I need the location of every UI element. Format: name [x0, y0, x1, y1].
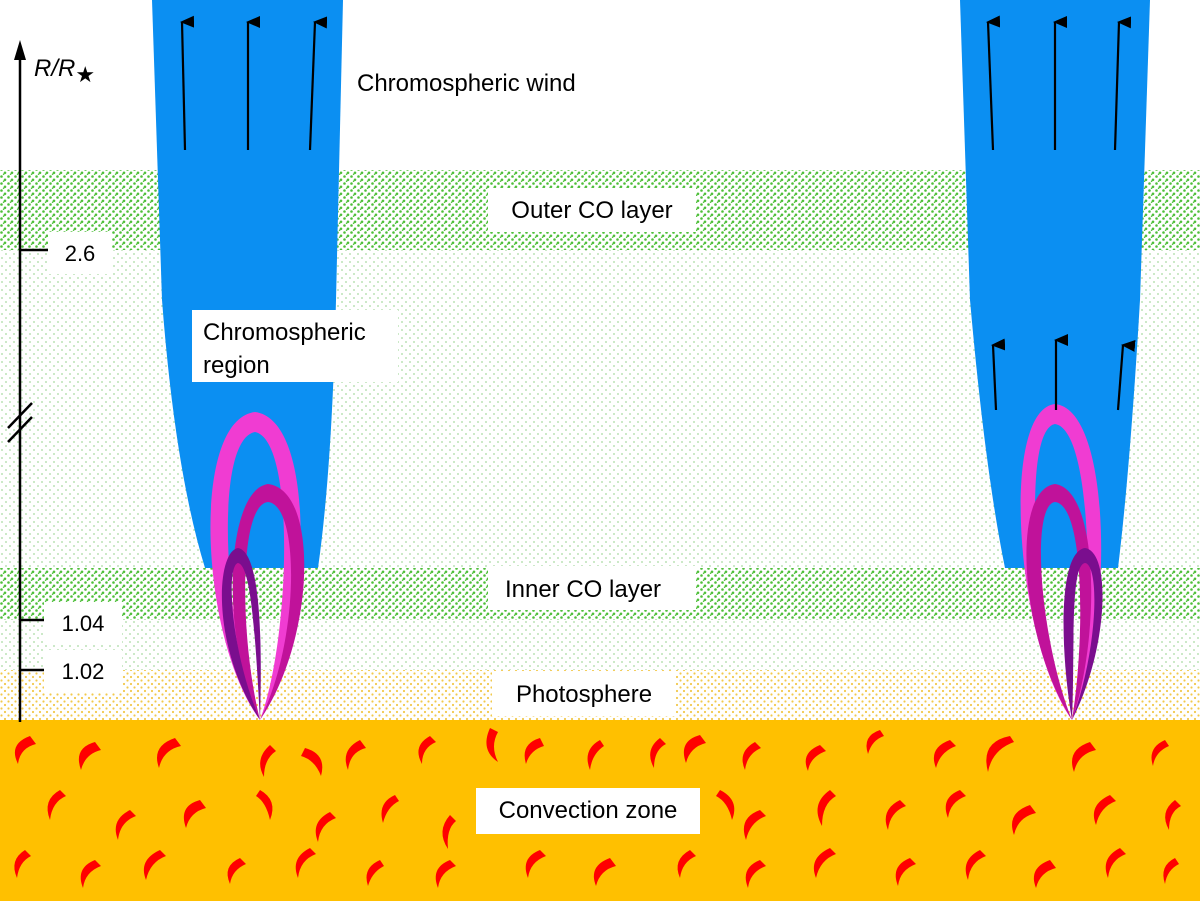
axis-arrowhead: [14, 40, 26, 60]
tick-label-1-02: 1.02: [62, 659, 105, 684]
magnetic-loop-middle: [232, 484, 305, 720]
axis-label: R/R★: [34, 55, 95, 87]
label-convection-zone: Convection zone: [499, 797, 678, 824]
tick-label-1-04: 1.04: [62, 611, 105, 636]
lower-dotted-region: [0, 620, 1200, 670]
label-chromospheric-region-line1: Chromospheric: [203, 319, 366, 346]
label-box: [492, 672, 676, 716]
label-chromospheric-wind: Chromospheric wind: [357, 70, 576, 97]
tick-box: [44, 650, 122, 692]
wind-arrow: [1116, 339, 1136, 411]
magnetic-loop-inner: [1063, 548, 1103, 720]
magnetic-loop-inner: [221, 548, 261, 720]
wind-arrow: [308, 16, 328, 151]
chromospheric-flux-tube-left: [152, 0, 343, 568]
axis-break-mark: [7, 416, 33, 443]
magnetic-loop-middle: [1026, 484, 1092, 720]
label-outer-co-layer: Outer CO layer: [511, 197, 672, 224]
convection-cells: [14, 728, 1181, 888]
axis-break-mark: [7, 402, 33, 429]
chromospheric-flux-tube-right: [960, 0, 1150, 568]
label-chromospheric-region-line2: region: [203, 352, 270, 379]
label-photosphere: Photosphere: [516, 681, 652, 708]
label-box: [488, 566, 696, 610]
magnetic-loops-left: [210, 412, 305, 720]
radius-axis: [7, 40, 50, 722]
tick-box: [48, 232, 112, 274]
tick-box: [44, 602, 122, 644]
label-inner-co-layer: Inner CO layer: [505, 576, 661, 603]
label-box: [192, 310, 398, 382]
wind-arrow: [991, 338, 1006, 411]
wind-arrow: [986, 15, 1001, 151]
wind-arrow: [180, 15, 195, 151]
wind-arrow: [1113, 16, 1132, 151]
magnetic-loops-right: [1020, 404, 1103, 720]
tick-label-2-6: 2.6: [65, 241, 96, 266]
label-box: [476, 788, 700, 834]
wind-arrows: [180, 15, 1136, 411]
label-box: [488, 188, 696, 232]
